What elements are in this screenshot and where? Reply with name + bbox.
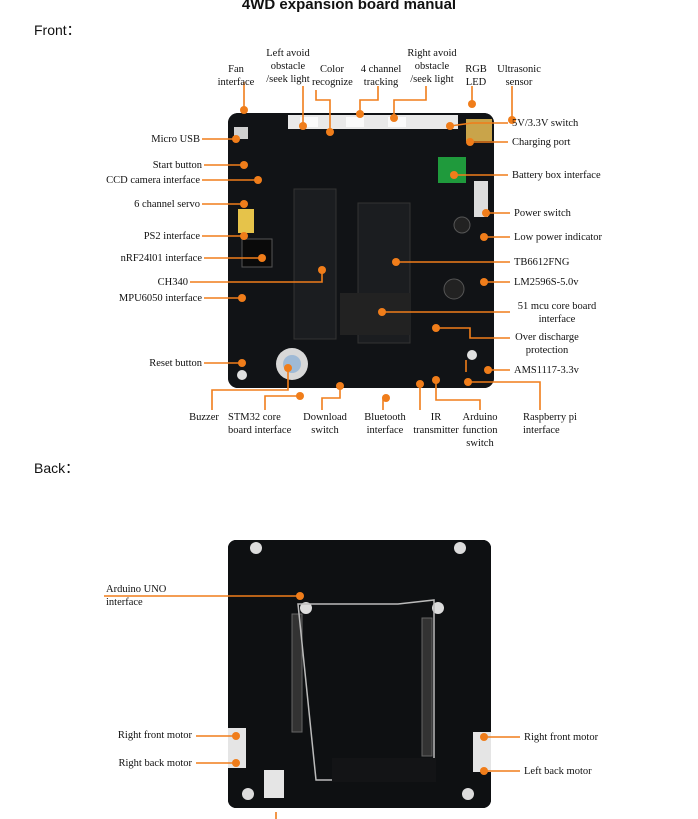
label-right-front-motor-left: Right front motor [80, 729, 192, 742]
label-color-recognize: Color recognize [312, 63, 352, 89]
front-board-photo [228, 113, 494, 388]
label-reset-button: Reset button [100, 357, 202, 370]
label-micro-usb: Micro USB [100, 133, 200, 146]
label-lm2596s: LM2596S-5.0v [514, 276, 578, 289]
label-ir-transmitter: IR transmitter [408, 411, 464, 437]
label-raspberry-pi-interface: Raspberry pi interface [523, 411, 593, 437]
label-right-front-motor-right: Right front motor [524, 731, 598, 744]
label-6-channel-servo: 6 channel servo [80, 198, 200, 211]
label-arduino-function-switch: Arduino function switch [458, 411, 502, 450]
front-section-label: Front： [34, 20, 81, 40]
label-mpu6050-interface: MPU6050 interface [60, 292, 202, 305]
label-right-back-motor: Right back motor [80, 757, 192, 770]
label-over-discharge-protection: Over discharge protection [510, 331, 584, 357]
label-ccd-camera-interface: CCD camera interface [60, 174, 200, 187]
label-tb6612fng: TB6612FNG [514, 256, 569, 269]
label-51-mcu-core-board: 51 mcu core board interface [510, 300, 604, 326]
back-board-graphic [228, 540, 491, 808]
label-battery-box-interface: Battery box interface [512, 169, 601, 182]
label-power-switch: Power switch [514, 207, 571, 220]
label-ch340: CH340 [100, 276, 188, 289]
label-ps2-interface: PS2 interface [80, 230, 200, 243]
label-left-avoid-obstacle: Left avoid obstacle /seek light [264, 47, 312, 86]
back-board-photo [228, 540, 491, 808]
front-board-graphic [228, 113, 494, 388]
label-fan-interface: Fan interface [214, 63, 258, 89]
label-right-avoid-obstacle: Right avoid obstacle /seek light [404, 47, 460, 86]
label-start-button: Start button [100, 159, 202, 172]
back-section-label: Back： [34, 458, 79, 478]
label-5v-3v3-switch: 5V/3.3V switch [512, 117, 578, 130]
label-arduino-uno-interface: Arduino UNO interface [106, 583, 196, 609]
label-left-back-motor: Left back motor [524, 765, 592, 778]
label-ams1117: AMS1117-3.3v [514, 364, 579, 377]
label-rgb-led: RGB LED [462, 63, 490, 89]
label-4-channel-tracking: 4 channel tracking [356, 63, 406, 89]
label-low-power-indicator: Low power indicator [514, 231, 602, 244]
label-buzzer: Buzzer [184, 411, 224, 424]
label-bluetooth-interface: Bluetooth interface [360, 411, 410, 437]
label-download-switch: Download switch [302, 411, 348, 437]
page-title: 4WD expansion board manual [0, 0, 698, 13]
label-stm32-core-board: STM32 core board interface [228, 411, 298, 437]
label-nrf24l01-interface: nRF24l01 interface [60, 252, 202, 265]
label-charging-port: Charging port [512, 136, 570, 149]
label-ultrasonic-sensor: Ultrasonic sensor [494, 63, 544, 89]
